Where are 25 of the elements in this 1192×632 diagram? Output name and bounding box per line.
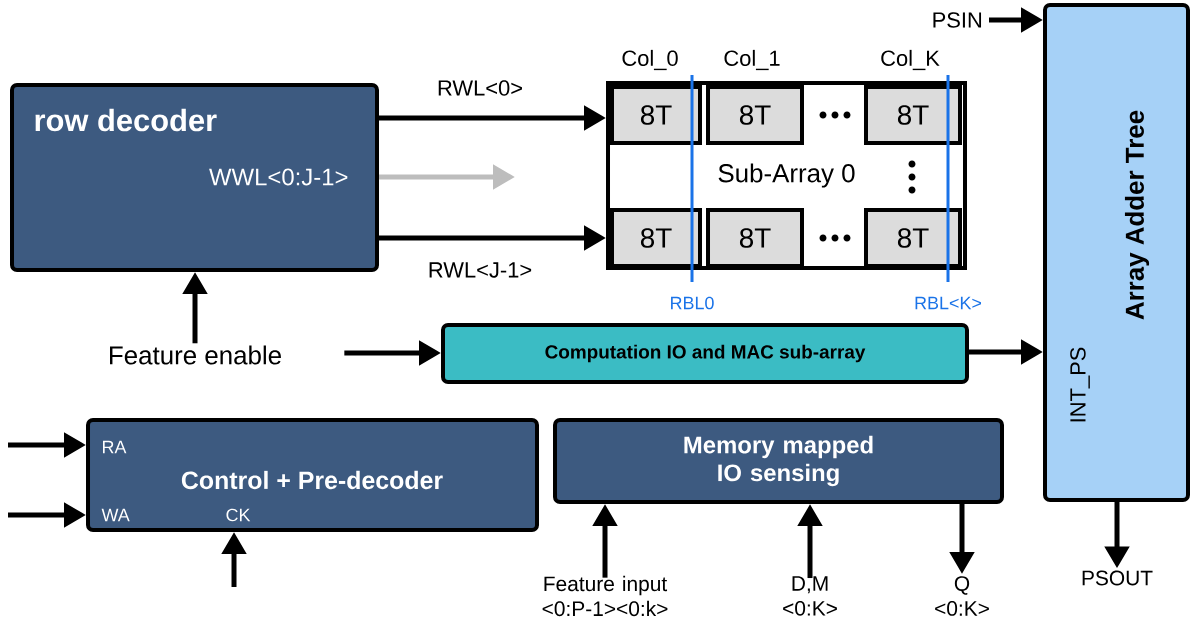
bit-line-label: RBL0 xyxy=(671,296,714,310)
column-label: Col_0 xyxy=(622,49,678,71)
signal-label: Feature input <0:P-1><0:k> xyxy=(542,575,668,617)
cell-box: 8T xyxy=(864,208,962,268)
memory-io-block: Memory mapped IO sensing xyxy=(553,418,1004,504)
cell-box: 8T xyxy=(610,85,702,145)
signal-label: RA xyxy=(103,440,127,454)
edge-label: RWL<0> xyxy=(438,80,522,96)
cell-box: 8T xyxy=(706,85,804,145)
signal-label: Feature enable xyxy=(110,345,281,365)
cell-box: 8T xyxy=(706,208,804,268)
column-label: Col_1 xyxy=(724,49,780,71)
signal-label: INT_PS xyxy=(1070,347,1090,422)
bit-line-label: RBL<K> xyxy=(915,296,981,310)
signal-label: WA xyxy=(101,508,130,522)
signal-label: PSIN xyxy=(933,12,982,28)
signal-label: D,M <0:K> xyxy=(783,576,837,616)
signal-label: PSOUT xyxy=(1082,570,1153,586)
cell-box: 8T xyxy=(610,208,702,268)
signal-label: WWL<0:J-1> xyxy=(209,168,348,186)
computation-block: Computation IO and MAC sub-array xyxy=(441,323,969,384)
signal-label: Q <0:K> xyxy=(935,576,989,616)
cell-box: 8T xyxy=(864,85,962,145)
signal-label: CK xyxy=(226,508,251,522)
edge-label: RWL<J-1> xyxy=(429,262,532,278)
